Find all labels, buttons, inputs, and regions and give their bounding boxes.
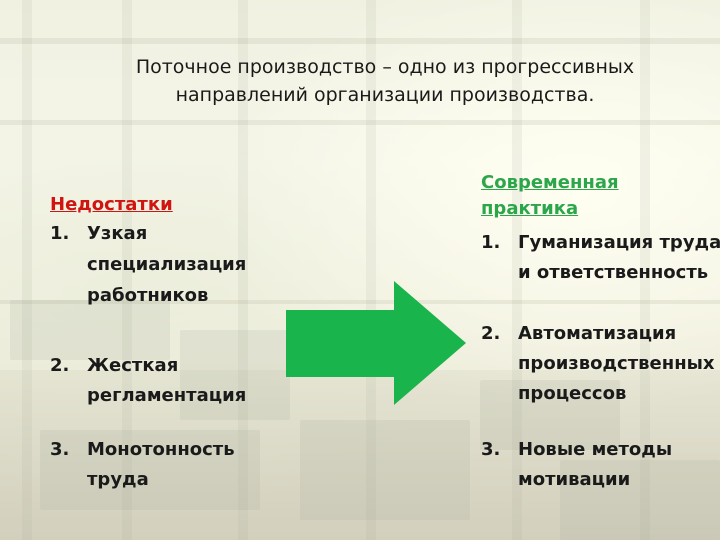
item-number: 1. bbox=[481, 228, 500, 258]
modern-practice-list: Современная практика 1. Гуманизация труд… bbox=[481, 170, 720, 495]
practice-item-1: 1. Гуманизация труда и ответственность bbox=[481, 228, 720, 288]
heading-line: практика bbox=[481, 196, 720, 222]
title-line-2: направлений организации производства. bbox=[90, 81, 680, 109]
disadvantages-list: Недостатки 1. Узкая специализация работн… bbox=[50, 192, 280, 495]
item-number: 2. bbox=[50, 351, 69, 381]
modern-practice-heading: Современная практика bbox=[481, 170, 720, 222]
disadvantage-item-1: 1. Узкая специализация работников bbox=[50, 218, 280, 311]
item-line: производственных bbox=[518, 349, 720, 379]
item-number: 1. bbox=[50, 218, 69, 249]
item-line: и ответственность bbox=[518, 258, 720, 288]
item-line: Узкая bbox=[87, 218, 280, 249]
disadvantage-item-2: 2. Жесткая регламентация bbox=[50, 351, 280, 411]
item-line: работников bbox=[87, 280, 280, 311]
slide-title: Поточное производство – одно из прогресс… bbox=[90, 53, 680, 109]
heading-line: Современная bbox=[481, 170, 720, 196]
right-arrow-icon bbox=[286, 281, 466, 405]
item-line: Новые методы bbox=[518, 435, 720, 465]
item-number: 3. bbox=[50, 435, 69, 465]
item-number: 3. bbox=[481, 435, 500, 465]
item-line: мотивации bbox=[518, 465, 720, 495]
item-line: специализация bbox=[87, 249, 280, 280]
item-number: 2. bbox=[481, 319, 500, 349]
item-line: Автоматизация bbox=[518, 319, 720, 349]
title-line-1: Поточное производство – одно из прогресс… bbox=[90, 53, 680, 81]
disadvantages-heading: Недостатки bbox=[50, 192, 280, 218]
disadvantage-item-3: 3. Монотонность труда bbox=[50, 435, 280, 495]
practice-item-3: 3. Новые методы мотивации bbox=[481, 435, 720, 495]
item-line: Монотонность bbox=[87, 435, 280, 465]
practice-item-2: 2. Автоматизация производственных процес… bbox=[481, 319, 720, 409]
item-line: труда bbox=[87, 465, 280, 495]
item-line: процессов bbox=[518, 379, 720, 409]
item-line: Жесткая bbox=[87, 351, 280, 381]
item-line: регламентация bbox=[87, 381, 280, 411]
item-line: Гуманизация труда bbox=[518, 228, 720, 258]
